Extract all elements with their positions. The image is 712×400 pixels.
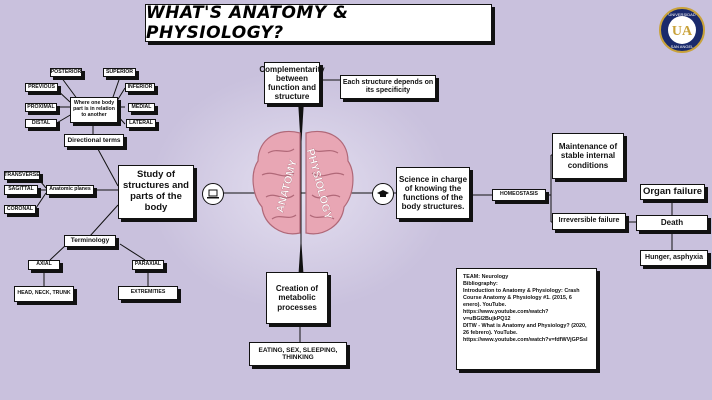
axial-box: AXIAL — [28, 260, 60, 270]
term-previous: PREVIOUS — [25, 83, 58, 92]
laptop-icon — [202, 183, 224, 205]
plane-coronal: CORONAL — [4, 205, 36, 214]
term-distal: DISTAL — [25, 119, 57, 128]
terminology-box: Terminology — [64, 235, 116, 247]
term-posterior: POSTERIOR — [50, 68, 82, 77]
term-proximal: PROXIMAL — [25, 103, 57, 112]
bibliography-label: Bibliography: — [463, 281, 498, 288]
death-box: Death — [636, 215, 708, 231]
university-logo: UA UNIVERSIDAD SAN ANGEL — [659, 7, 705, 53]
references-box: TEAM: Neurology Bibliography: Introducti… — [456, 268, 597, 370]
anatomy-definition-box: Study of structures and parts of the bod… — [118, 165, 194, 219]
term-superior: SUPERIOR — [103, 68, 136, 77]
term-lateral: LATERAL — [126, 119, 156, 128]
graduation-cap-icon — [372, 183, 394, 205]
term-inferior: INFERIOR — [125, 83, 155, 92]
physiology-definition-box: Science in charge of knowing the functio… — [396, 167, 470, 219]
page-title: WHAT'S ANATOMY & PHYSIOLOGY? — [145, 3, 492, 43]
complementarity-box: Complementarity between function and str… — [259, 62, 325, 104]
vital-activities-box: EATING, SEX, SLEEPING, THINKING — [249, 342, 347, 366]
extremities-box: EXTREMITIES — [118, 286, 178, 300]
organ-failure-box: Organ failure — [640, 184, 705, 200]
anatomic-planes-box: Anatomic planes — [46, 185, 94, 195]
metabolic-processes-box: Creation of metabolic processes — [266, 272, 328, 324]
structure-specificity-box: Each structure depends on its specificit… — [340, 75, 436, 99]
svg-text:SAN ANGEL: SAN ANGEL — [671, 44, 694, 49]
reference-1: Introduction to Anatomy & Physiology: Cr… — [463, 288, 582, 323]
plane-transverse: TRANSVERSE — [4, 171, 40, 180]
stable-conditions-box: Maintenance of stable internal condition… — [552, 133, 624, 179]
svg-text:UA: UA — [672, 24, 693, 39]
svg-text:UNIVERSIDAD: UNIVERSIDAD — [668, 12, 695, 17]
term-medial: MEDIAL — [128, 103, 155, 112]
hunger-asphyxia-box: Hunger, asphyxia — [640, 250, 708, 266]
reference-2: DITW - What is Anatomy and Physiology? (… — [463, 323, 589, 344]
irreversible-failure-box: Irreversible failure — [552, 213, 626, 230]
directional-terms-box: Directional terms — [64, 134, 124, 147]
brain-illustration: ANATOMY PHYSIOLOGY — [252, 130, 354, 235]
paraxial-box: PARAXIAL — [132, 260, 164, 270]
plane-sagittal: SAGITTAL — [4, 185, 38, 195]
team-label: TEAM: Neurology — [463, 274, 509, 280]
head-neck-trunk-box: HEAD, NECK, TRUNK — [14, 286, 74, 302]
homeostasis-box: HOMEOSTASIS — [492, 189, 546, 201]
body-part-relation-box: Where one body part is in relation to an… — [70, 97, 118, 123]
